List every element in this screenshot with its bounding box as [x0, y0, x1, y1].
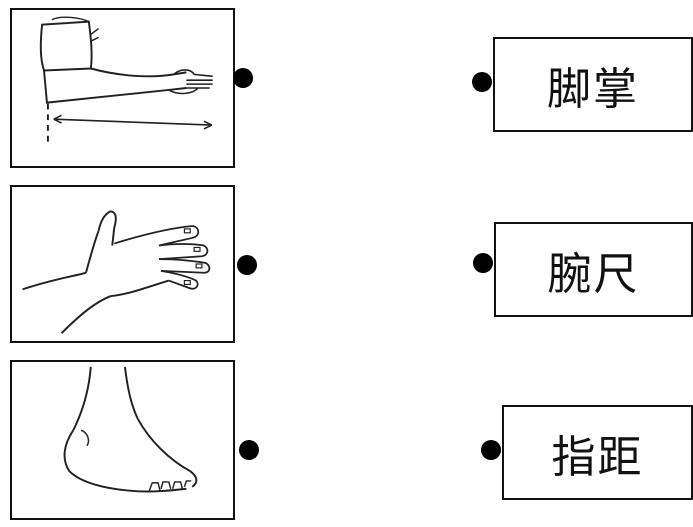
- right-dot-2[interactable]: [473, 253, 493, 273]
- left-dot-2[interactable]: [237, 255, 257, 275]
- word-label: 脚掌: [547, 63, 639, 115]
- forearm-ruler-icon: [39, 16, 213, 147]
- foot-icon: [63, 366, 198, 493]
- foot-picture[interactable]: [10, 360, 235, 520]
- spread-hand-icon: [22, 210, 211, 334]
- hand-picture[interactable]: [10, 185, 235, 343]
- left-dot-3[interactable]: [239, 440, 259, 460]
- word-box-3[interactable]: 指距: [502, 405, 693, 500]
- right-dot-1[interactable]: [472, 72, 492, 92]
- word-box-1[interactable]: 脚掌: [493, 37, 693, 132]
- word-label: 腕尺: [547, 248, 640, 300]
- right-dot-3[interactable]: [481, 440, 501, 460]
- word-box-2[interactable]: 腕尺: [494, 222, 693, 317]
- left-dot-1[interactable]: [233, 68, 253, 88]
- word-label: 指距: [551, 431, 644, 483]
- arm-picture[interactable]: [10, 8, 235, 168]
